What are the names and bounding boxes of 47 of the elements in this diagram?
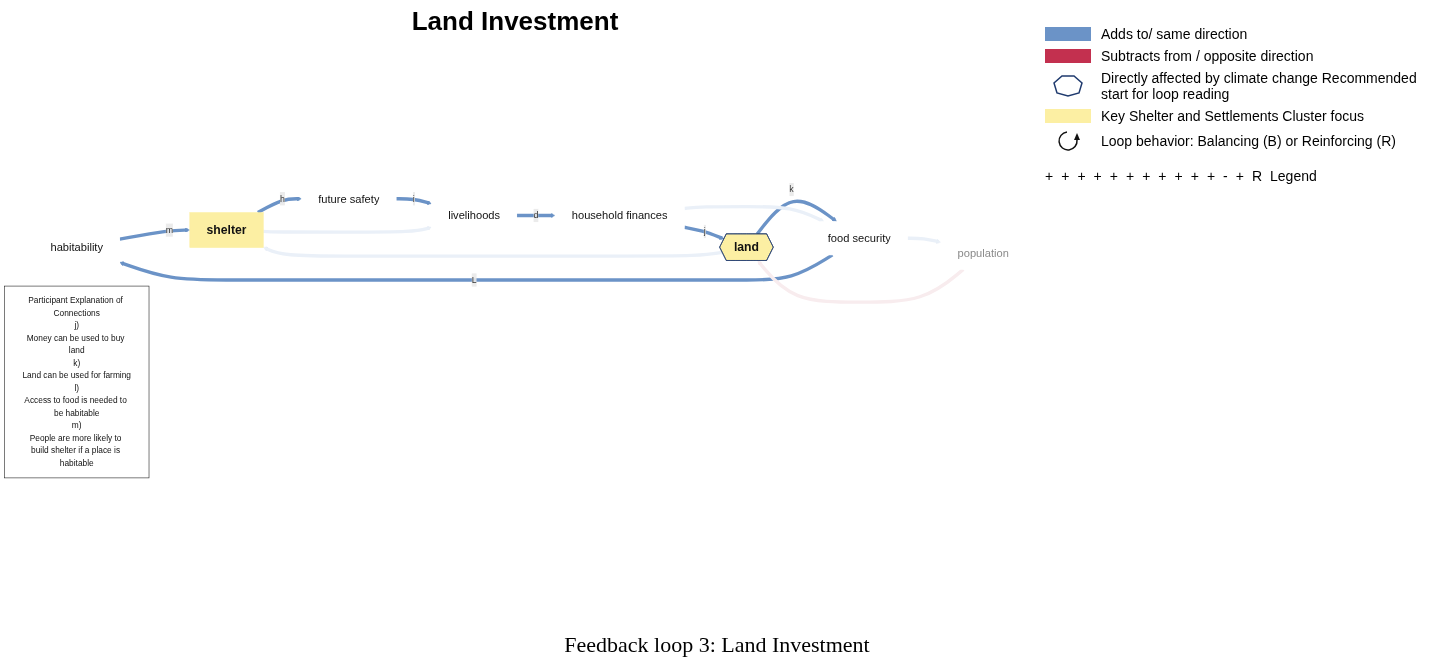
node-text: population (957, 246, 1009, 259)
note-label: + (1174, 168, 1183, 184)
arrow (263, 246, 723, 258)
arrow (684, 204, 825, 223)
edge-label: m (165, 225, 174, 235)
edge-label: L (471, 274, 477, 285)
note-label: R (1251, 168, 1263, 184)
node-text: food security (827, 232, 891, 245)
diagram-title: Land Investment (410, 6, 620, 37)
note-label: - (1223, 168, 1228, 184)
note-label: + (1190, 168, 1199, 184)
edge-label: d (533, 210, 539, 220)
note-label: + (1206, 168, 1216, 184)
arrow (119, 253, 834, 282)
note-label: + (1061, 168, 1070, 184)
arrow (257, 196, 302, 214)
note-label: + (1109, 168, 1118, 184)
note-label: Legend (1270, 168, 1317, 184)
note-label: + (1045, 168, 1054, 184)
arrow (757, 260, 965, 304)
note-label: + (1142, 168, 1151, 184)
arrow (396, 197, 432, 205)
arrow (263, 226, 432, 234)
legend-text: Directly affected by climate change Recommended start for loop reading (1101, 70, 1418, 102)
edge-label: i (412, 193, 415, 204)
edge-label: j (703, 226, 706, 236)
node-box: Participant Explanation of Connections j) Money can be used to buy land k) Land can be used for farming l) Access to food is needed to be habitable m) People are more likely to build shelter if a place is habitable (4, 285, 150, 479)
note-label: + (1093, 168, 1102, 184)
edge-label: k (789, 184, 794, 195)
note-label: + (1077, 168, 1086, 184)
arrow (516, 213, 556, 218)
node-text: future safety (318, 192, 380, 205)
node-text: habitability (50, 241, 104, 254)
arrow (119, 227, 190, 241)
arrow (683, 225, 725, 240)
note-label: + (1235, 168, 1244, 184)
legend-text: Subtracts from / opposite direction (1101, 48, 1314, 64)
note-label: + (1158, 168, 1167, 184)
note-label: + (1125, 168, 1135, 184)
edge-label: h (279, 193, 285, 204)
node-box: shelter (189, 212, 264, 248)
legend-text: Loop behavior: Balancing (B) or Reinforcing (R) (1101, 133, 1396, 149)
node-text: livelihoods (448, 209, 501, 222)
legend-text: Adds to/ same direction (1101, 26, 1248, 42)
figure-caption: Feedback loop 3: Land Investment (563, 632, 871, 658)
legend-text: Key Shelter and Settlements Cluster focus (1101, 108, 1365, 124)
node-text: household finances (571, 209, 668, 222)
